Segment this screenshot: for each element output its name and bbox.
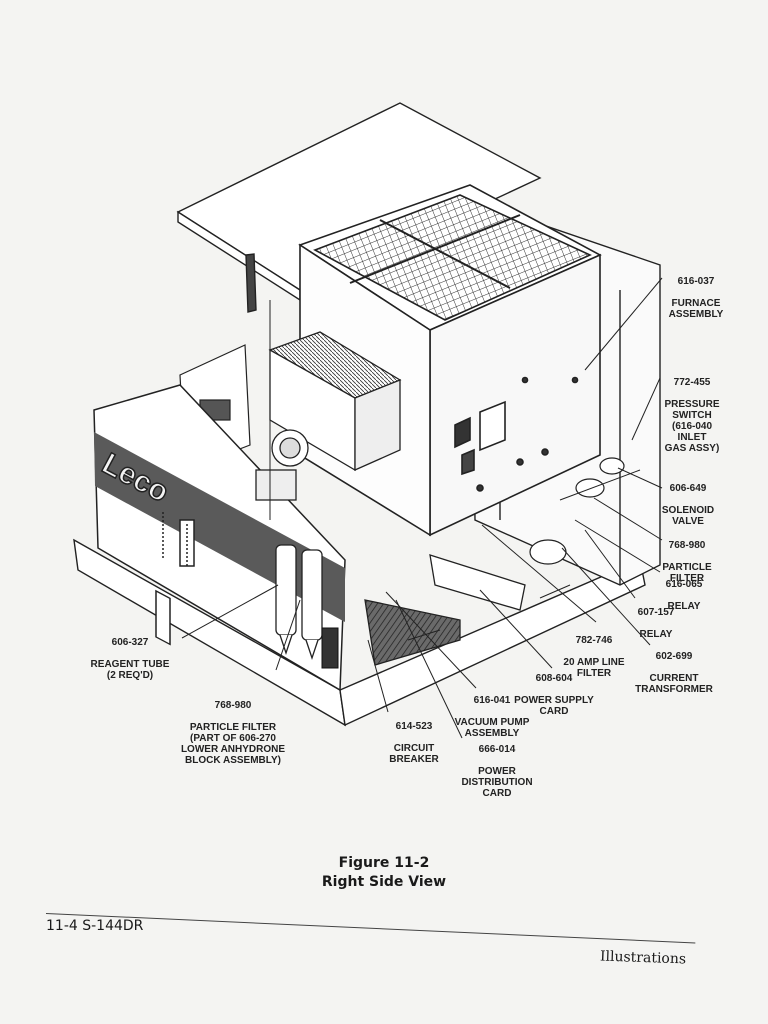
part-description: REAGENT TUBE (2 REQ'D) bbox=[90, 659, 170, 681]
part-description: 20 AMP LINE FILTER bbox=[563, 657, 625, 679]
power-distribution-card bbox=[364, 599, 461, 666]
part-number: 616-065 bbox=[665, 579, 703, 590]
part-description: RELAY bbox=[639, 629, 673, 640]
callout-relay-616-065: 616-065 RELAY bbox=[654, 568, 714, 623]
callout-vacuum-pump: 616-041 VACUUM PUMP ASSEMBLY bbox=[442, 684, 542, 750]
footer-page-id: 11-4 S-144DR bbox=[46, 918, 144, 934]
callout-circuit-breaker: 614-523 CIRCUIT BREAKER bbox=[378, 710, 450, 776]
base-plate bbox=[73, 538, 646, 727]
solenoid-assembly bbox=[529, 457, 625, 565]
figure-number: Figure 11-2 bbox=[338, 855, 430, 871]
callout-reagent-tube: 606-327 REAGENT TUBE (2 REQ'D) bbox=[74, 626, 186, 692]
footer-section: Illustrations bbox=[599, 948, 687, 968]
part-number: 608-604 bbox=[535, 673, 573, 684]
part-number: 614-523 bbox=[395, 721, 433, 732]
part-number: 606-649 bbox=[669, 483, 707, 494]
part-description: POWER SUPPLY CARD bbox=[514, 695, 594, 717]
top-cover bbox=[176, 102, 542, 313]
callout-relay-607-157: 607-157 RELAY bbox=[626, 596, 686, 651]
part-number: 782-746 bbox=[575, 635, 613, 646]
part-description: VACUUM PUMP ASSEMBLY bbox=[454, 717, 530, 739]
part-number: 607-157 bbox=[637, 607, 675, 618]
part-description: FURNACE ASSEMBLY bbox=[668, 298, 724, 320]
callout-furnace-assembly: 616-037 FURNACE ASSEMBLY bbox=[664, 265, 728, 331]
callout-current-transformer: 602-699 CURRENT TRANSFORMER bbox=[624, 640, 724, 706]
callout-pressure-switch: 772-455 PRESSURE SWITCH (616-040 INLET G… bbox=[656, 366, 728, 465]
part-description: PARTICLE FILTER (PART OF 606-270 LOWER A… bbox=[180, 722, 286, 766]
power-supply-card bbox=[429, 554, 526, 611]
part-description: CIRCUIT BREAKER bbox=[389, 743, 439, 765]
part-number: 768-980 bbox=[214, 700, 252, 711]
part-number: 666-014 bbox=[478, 744, 516, 755]
figure-title: Right Side View bbox=[321, 874, 447, 890]
chassis-details bbox=[269, 300, 641, 641]
part-number: 606-327 bbox=[111, 637, 149, 648]
reagent-tubes bbox=[255, 429, 323, 661]
part-number: 616-041 bbox=[473, 695, 511, 706]
part-description: PARTICLE FILTER bbox=[662, 562, 712, 584]
callout-solenoid-valve: 606-649 SOLENOID VALVE bbox=[656, 472, 720, 538]
part-description: PRESSURE SWITCH (616-040 INLET GAS ASSY) bbox=[664, 399, 720, 454]
callout-power-supply-card: 608-604 POWER SUPPLY CARD bbox=[504, 662, 604, 728]
circuit-breaker bbox=[321, 627, 339, 669]
leader-lines bbox=[181, 277, 663, 739]
heat-sink bbox=[268, 331, 402, 472]
flow-meter-left bbox=[155, 589, 171, 646]
part-description: RELAY bbox=[667, 601, 701, 612]
callout-particle-filter-right: 768-980 PARTICLE FILTER bbox=[654, 529, 720, 595]
part-description: SOLENOID VALVE bbox=[661, 505, 715, 527]
callout-power-distribution-card: 666-014 POWER DISTRIBUTION CARD bbox=[452, 733, 542, 810]
flow-meter-right bbox=[179, 519, 195, 567]
part-number: 616-037 bbox=[677, 276, 715, 287]
callout-line-filter: 782-746 20 AMP LINE FILTER bbox=[552, 624, 636, 690]
part-description: POWER DISTRIBUTION CARD bbox=[461, 766, 533, 799]
callout-particle-filter-left: 768-980 PARTICLE FILTER (PART OF 606-270… bbox=[168, 689, 298, 777]
part-number: 768-980 bbox=[668, 540, 706, 551]
part-description: CURRENT TRANSFORMER bbox=[635, 673, 713, 695]
part-number: 772-455 bbox=[673, 377, 711, 388]
part-number: 602-699 bbox=[655, 651, 693, 662]
